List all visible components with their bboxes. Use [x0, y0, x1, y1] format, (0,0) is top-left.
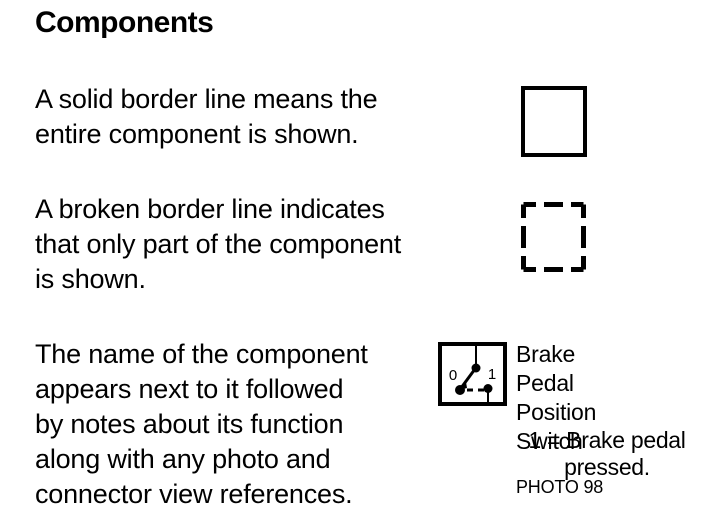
switch-terminal-1-label: 1: [488, 366, 496, 383]
component-naming-description: The name of the component appears next t…: [35, 339, 368, 509]
brake-pedal-position-switch-symbol: 0 1: [438, 342, 507, 406]
component-name-label: Brake Pedal Position Switch: [516, 341, 597, 454]
broken-border-box-icon: [521, 202, 586, 272]
broken-border-description: A broken border line indicates that only…: [35, 194, 402, 294]
switch-terminal-0-label: 0: [449, 367, 457, 384]
page-title: Components: [35, 6, 214, 39]
solid-border-box-icon: [521, 86, 587, 157]
photo-reference-label: PHOTO 98: [516, 477, 604, 497]
solid-border-description: A solid border line means the entire com…: [35, 84, 378, 149]
component-function-note: 1 = Brake pedal pressed.: [528, 427, 686, 480]
